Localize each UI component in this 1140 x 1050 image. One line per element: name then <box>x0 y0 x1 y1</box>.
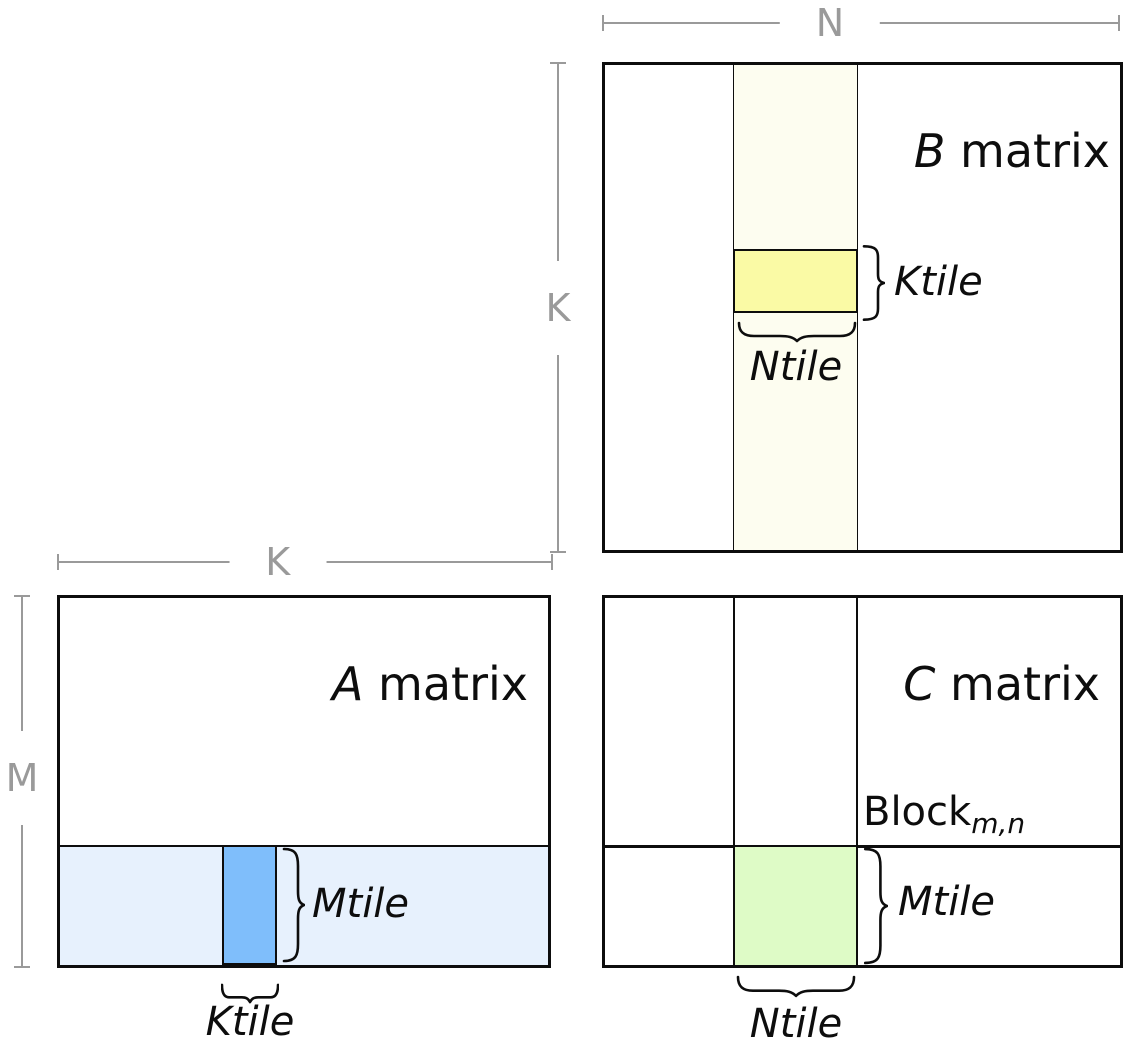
dimension-tick-top <box>550 62 566 64</box>
dimension-label-k-a: K <box>229 543 327 581</box>
b-ktile-ntile-block <box>733 249 858 313</box>
c-column-line-left <box>733 598 735 845</box>
c-mtile-brace <box>862 847 888 965</box>
c-row-strip-line <box>605 845 1120 848</box>
c-matrix-title-word: matrix <box>935 656 1100 711</box>
a-matrix-title-letter: A <box>331 656 364 711</box>
b-matrix-title-word: matrix <box>945 123 1110 178</box>
dimension-line-n: N <box>602 4 1120 42</box>
c-matrix-title-letter: C <box>903 656 936 711</box>
c-block-label: Blockm,n <box>863 790 1025 840</box>
dimension-label-k-b: K <box>543 260 573 355</box>
a-mtile-brace <box>281 847 305 963</box>
c-matrix: C matrix Blockm,n <box>602 595 1123 968</box>
b-matrix: B matrix <box>602 62 1123 553</box>
c-block-label-base: Block <box>863 789 972 835</box>
b-ntile-label: Ntile <box>749 344 843 390</box>
dimension-line-k-b: K <box>543 62 573 553</box>
b-matrix-title: B matrix <box>826 75 1110 227</box>
a-mtile-label: Mtile <box>312 881 410 927</box>
dimension-tick-right <box>1118 15 1120 31</box>
b-ntile-brace <box>737 321 857 343</box>
c-mtile-ntile-block <box>733 847 858 965</box>
dimension-tick-bottom <box>14 966 30 968</box>
c-matrix-title: C matrix <box>816 608 1100 760</box>
c-ntile-brace <box>736 975 856 998</box>
dimension-line-m: M <box>3 595 41 968</box>
dimension-label-m: M <box>3 730 41 825</box>
dimension-line-k-a: K <box>57 543 553 581</box>
b-matrix-title-letter: B <box>913 123 946 178</box>
dimension-tick-left <box>57 554 59 570</box>
c-column-line-right <box>856 598 858 845</box>
a-ktile-label: Ktile <box>205 999 295 1045</box>
a-mtile-ktile-block <box>222 845 277 965</box>
b-ktile-label: Ktile <box>894 259 983 305</box>
dimension-tick-top <box>14 595 30 597</box>
c-mtile-label: Mtile <box>898 879 996 925</box>
c-block-label-subscript: m,n <box>971 806 1026 840</box>
b-ktile-brace <box>861 245 885 321</box>
dimension-tick-right <box>551 554 553 570</box>
dimension-label-n: N <box>779 4 881 42</box>
a-matrix-title-word: matrix <box>363 656 528 711</box>
a-matrix-title: A matrix <box>244 608 528 760</box>
dimension-tick-left <box>602 15 604 31</box>
c-ntile-label: Ntile <box>749 1001 843 1047</box>
a-ktile-brace <box>221 983 279 1004</box>
dimension-tick-bottom <box>550 551 566 553</box>
